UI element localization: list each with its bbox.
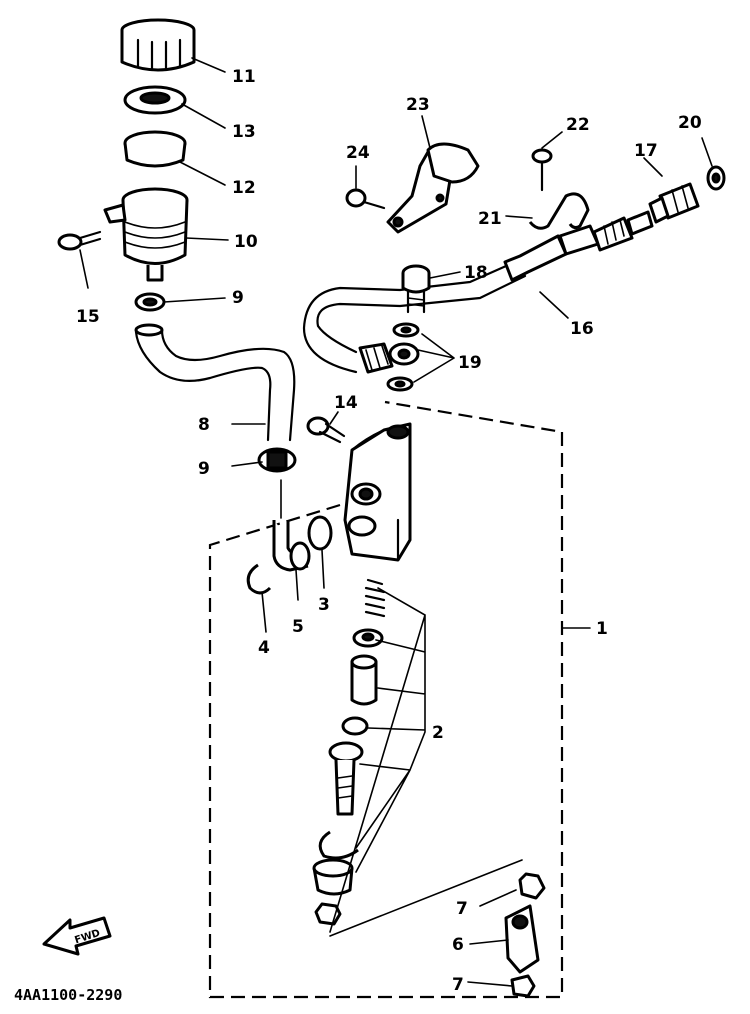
- label-part-1: 1: [596, 619, 608, 639]
- label-part-22: 22: [566, 115, 590, 135]
- label-part-18: 18: [464, 263, 488, 283]
- label-part-16: 16: [570, 319, 594, 339]
- label-part-19: 19: [458, 353, 482, 373]
- label-part-10: 10: [234, 232, 258, 252]
- copper-washers: [386, 322, 420, 392]
- assembly-boundary: [208, 400, 564, 999]
- label-part-7-upper: 7: [456, 899, 468, 919]
- hose-clamp-upper: [134, 292, 166, 312]
- tank-bolt: [57, 230, 102, 251]
- union-bolt-small: [306, 416, 346, 444]
- union-bolt: [401, 264, 431, 314]
- leader-p2: [329, 587, 426, 933]
- piston-kit: [312, 578, 386, 926]
- label-part-14: 14: [334, 393, 358, 413]
- label-part-5: 5: [292, 617, 304, 637]
- label-part-17: 17: [634, 141, 658, 161]
- hose-clamp-lower: [257, 447, 297, 473]
- label-part-13: 13: [232, 122, 256, 142]
- hose-joint: [272, 479, 311, 572]
- label-part-24: 24: [346, 143, 370, 163]
- label-part-7-lower: 7: [452, 975, 464, 995]
- label-part-8: 8: [198, 415, 210, 435]
- label-part-6: 6: [452, 935, 464, 955]
- forward-arrow-icon: FWD: [42, 916, 112, 956]
- clevis-assembly: [329, 859, 546, 998]
- master-cylinder-body: [343, 422, 412, 562]
- label-part-12: 12: [232, 178, 256, 198]
- label-part-9-upper: 9: [232, 288, 244, 308]
- reservoir-hose: [134, 323, 296, 442]
- hose-guide: [528, 148, 590, 230]
- diaphragm: [123, 85, 187, 115]
- label-part-23: 23: [406, 95, 430, 115]
- leader-p19: [413, 333, 455, 383]
- label-part-20: 20: [678, 113, 702, 133]
- label-part-15: 15: [76, 307, 100, 327]
- circlip-small: [246, 563, 272, 595]
- label-part-3: 3: [318, 595, 330, 615]
- o-ring: [307, 515, 333, 551]
- label-part-9-lower: 9: [198, 459, 210, 479]
- diaphragm-holder: [123, 130, 187, 168]
- drawing-code: 4AA1100-2290: [14, 986, 122, 1004]
- label-part-4: 4: [258, 638, 270, 658]
- reservoir-cap: [120, 18, 196, 72]
- hose-adapter: [648, 182, 700, 224]
- label-part-11: 11: [232, 67, 256, 87]
- label-part-21: 21: [478, 209, 502, 229]
- hose-bracket: [345, 142, 480, 234]
- label-part-2: 2: [432, 723, 444, 743]
- brake-hose: [302, 210, 654, 374]
- reservoir-tank: [103, 187, 189, 282]
- washer-small: [706, 165, 726, 191]
- leader-lines: [79, 57, 713, 987]
